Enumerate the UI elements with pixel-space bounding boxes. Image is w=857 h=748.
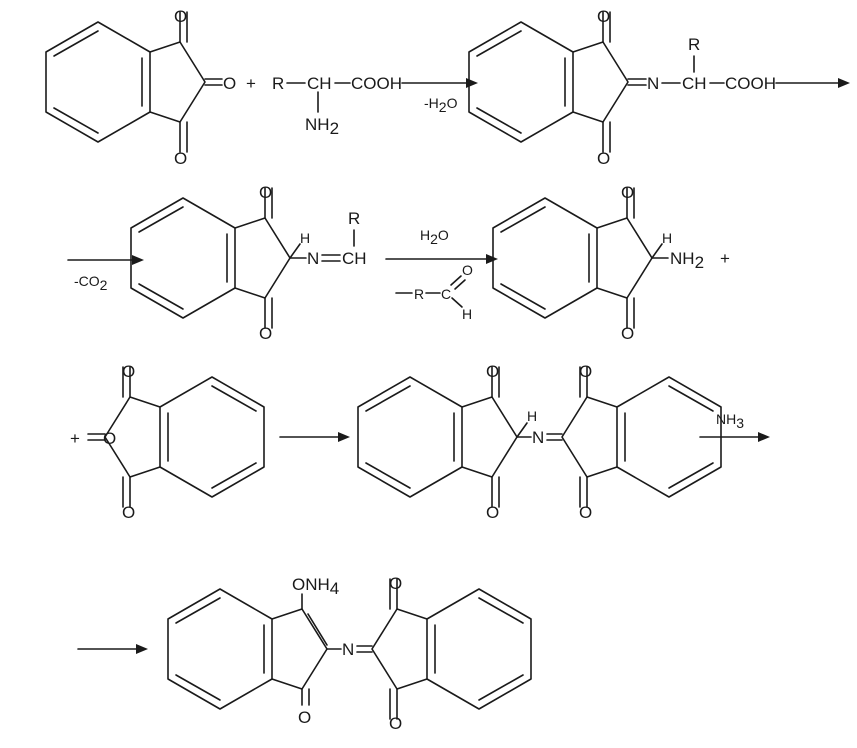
condition-minus-co2: -CO2 — [74, 273, 108, 293]
amino-acid-cooh: COOH — [351, 74, 402, 93]
product-o-top-right: O — [389, 574, 402, 593]
plus-sign-1: + — [246, 74, 256, 93]
amino-acid-ch: CH — [307, 74, 332, 93]
product-o-bottom-right: O — [389, 714, 402, 733]
ninhydrin2-o-left: O — [103, 429, 116, 448]
plus-sign-2: + — [720, 249, 730, 268]
imine-o-bottom: O — [597, 149, 610, 168]
imine-ch: CH — [682, 74, 707, 93]
amino-acid-r: R — [272, 74, 284, 93]
imine-r: R — [688, 35, 700, 54]
aldehyde-c: C — [441, 286, 451, 302]
product-onh4: ONH4 — [292, 575, 339, 598]
amino-acid-nh: NH2 — [305, 115, 339, 138]
reaction-arrow-2 — [775, 78, 850, 88]
schiff-base-intermediate: O O H N CH R — [130, 183, 367, 343]
condition-water: H2O — [420, 227, 449, 247]
product-o-bottom-left: O — [298, 708, 311, 727]
amine-h: H — [662, 230, 672, 246]
amino-indandione: O O H NH2 — [492, 183, 704, 343]
ruhemann-purple-product: ONH4 O N O O — [167, 574, 532, 733]
imine-cooh: COOH — [725, 74, 776, 93]
schiff-r: R — [348, 209, 360, 228]
aldehyde-r: R — [414, 286, 424, 302]
dimer-h: H — [527, 408, 537, 424]
amine-o-top: O — [621, 183, 634, 202]
plus-sign-3: + — [70, 429, 80, 448]
aldehyde-byproduct: R C O H — [395, 262, 473, 322]
schiff-o-top: O — [259, 183, 272, 202]
imine-intermediate: O O N CH R COOH — [468, 7, 776, 168]
reaction-arrow-4: H2O R C O H — [385, 227, 498, 322]
ninhydrin2-o-bottom: O — [122, 503, 135, 522]
ketone-o-bottom: O — [174, 149, 187, 168]
schiff-n: N — [307, 249, 319, 268]
schiff-h: H — [300, 230, 310, 246]
amine-nh2: NH2 — [670, 249, 704, 272]
imine-n: N — [647, 74, 659, 93]
reaction-arrow-5 — [279, 432, 350, 442]
schiff-o-bottom: O — [259, 324, 272, 343]
reaction-arrow-7 — [77, 644, 148, 654]
condition-minus-water: -H2O — [424, 95, 458, 115]
amino-acid-structure: R CH COOH NH2 — [272, 74, 402, 138]
imine-o-top: O — [597, 7, 610, 26]
ketone-o-top: O — [174, 7, 187, 26]
hydrindantin-intermediate: O O H N O O — [357, 362, 722, 522]
product-n: N — [342, 640, 354, 659]
schiff-ch: CH — [342, 249, 367, 268]
aldehyde-o: O — [462, 262, 473, 278]
dimer-o-top-left: O — [486, 362, 499, 381]
ketone-o-right: O — [223, 74, 236, 93]
reaction-arrow-6: NH3 — [699, 411, 770, 442]
dimer-o-bottom-right: O — [579, 503, 592, 522]
dimer-n: N — [532, 428, 544, 447]
ninhydrin2-o-top: O — [122, 362, 135, 381]
dimer-o-bottom-left: O — [486, 503, 499, 522]
aldehyde-h: H — [462, 306, 472, 322]
reaction-arrow-3: -CO2 — [67, 255, 144, 293]
amine-o-bottom: O — [621, 324, 634, 343]
dimer-o-top-right: O — [579, 362, 592, 381]
second-ninhydrin: O O O — [87, 362, 265, 522]
condition-ammonia: NH3 — [716, 411, 744, 431]
reaction-arrow-1: -H2O — [401, 78, 478, 115]
ninhydrin-structure: O O O — [45, 7, 236, 168]
